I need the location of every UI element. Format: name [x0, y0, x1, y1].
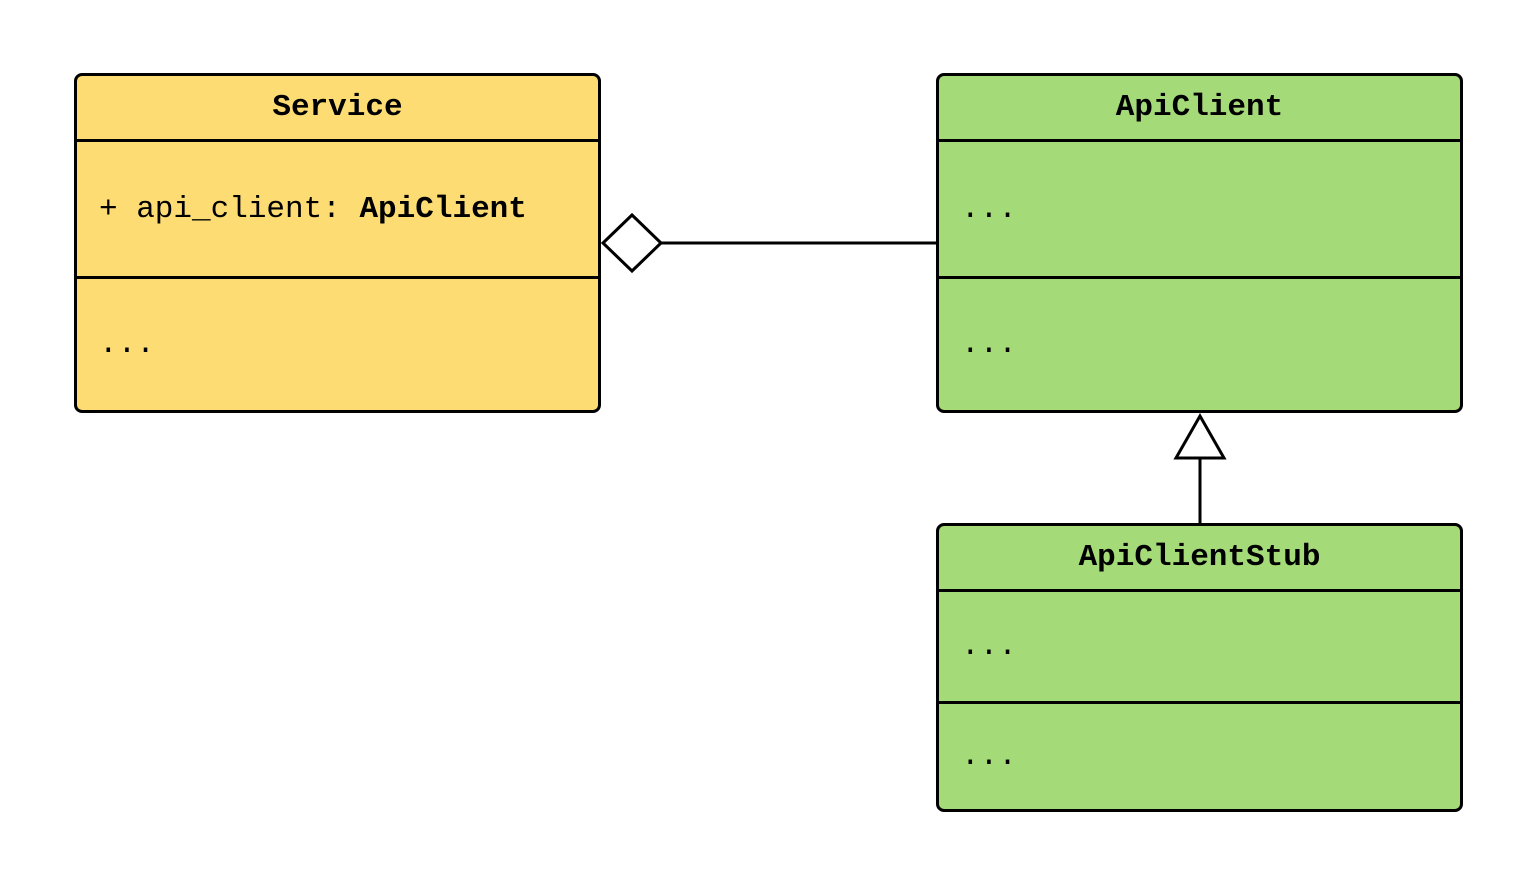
methods-section: ... [961, 739, 1017, 774]
methods-section: ... [961, 327, 1017, 362]
attributes-section: + api_client: ApiClient [77, 142, 598, 279]
generalization-arrowhead [1173, 412, 1227, 460]
attributes-section: ... [939, 142, 1460, 279]
class-name: Service [77, 76, 598, 142]
attribute-type: ApiClient [359, 191, 527, 227]
aggregation-diamond [600, 212, 664, 274]
attributes-section: ... [939, 592, 1460, 704]
class-api-client[interactable]: ApiClient ... ... [936, 73, 1463, 413]
class-service[interactable]: Service + api_client: ApiClient ... [74, 73, 601, 413]
class-api-client-stub[interactable]: ApiClientStub ... ... [936, 523, 1463, 812]
attribute-prefix: + api_client: [99, 191, 360, 227]
class-name: ApiClient [939, 76, 1460, 142]
class-name: ApiClientStub [939, 526, 1460, 592]
methods-section: ... [99, 327, 155, 362]
